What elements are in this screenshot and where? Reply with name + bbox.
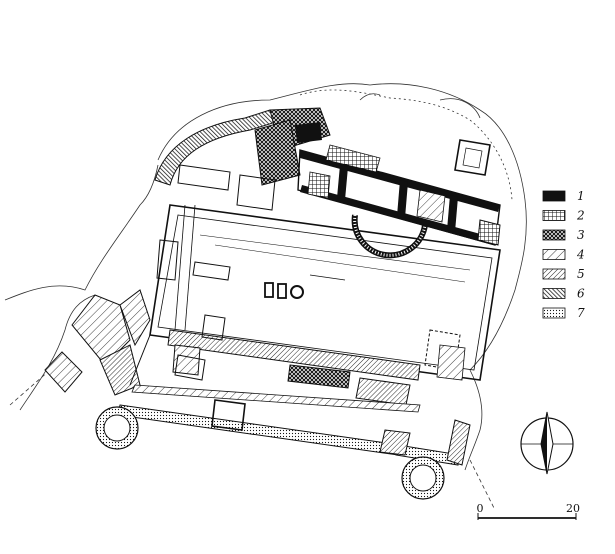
- legend-label-4: 4: [576, 248, 585, 262]
- legend-label-2: 2: [576, 209, 585, 223]
- cisterns: [264, 282, 304, 299]
- scale-start-label: 0: [477, 502, 484, 515]
- scale-bar: 0 20: [477, 502, 580, 520]
- legend-swatch-3: [542, 229, 566, 241]
- legend-swatch-7: [542, 307, 566, 319]
- north-arrow: [520, 411, 574, 475]
- legend-label-7: 7: [577, 306, 585, 320]
- legend-swatch-1: [542, 190, 566, 202]
- legend-swatch-2: [542, 210, 566, 221]
- legend-swatch-5: [542, 268, 566, 280]
- main-courtyard: [149, 204, 501, 381]
- legend-label-1: 1: [577, 189, 585, 203]
- legend-label-3: 3: [577, 228, 585, 242]
- legend: 1 2 3 4 5 6 7: [542, 189, 585, 320]
- scale-end-label: 20: [566, 502, 580, 515]
- corner-tower-west: [95, 406, 139, 450]
- inner-features: [156, 164, 466, 381]
- west-walls: [44, 289, 151, 396]
- palace-block: [254, 107, 501, 246]
- legend-swatch-4: [542, 249, 566, 260]
- legend-label-5: 5: [577, 267, 585, 281]
- legend-swatch-6: [542, 288, 566, 299]
- round-tower-north: [351, 214, 428, 259]
- corner-tower-east: [401, 456, 445, 500]
- legend-label-6: 6: [577, 287, 585, 301]
- south-range: [167, 329, 421, 406]
